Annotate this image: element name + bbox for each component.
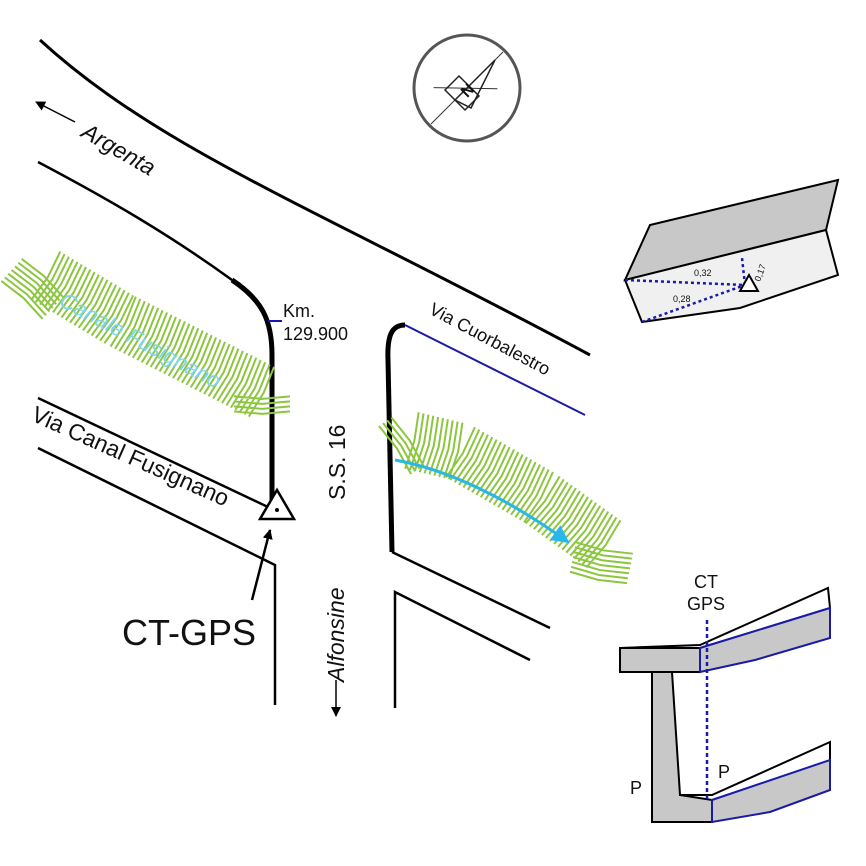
road-right-lower-2 xyxy=(393,589,531,708)
canal-fusignano-right xyxy=(378,412,633,585)
argenta-label: Argenta xyxy=(76,117,161,181)
inset-top-detail: 0,32 0,28 0,17 xyxy=(623,178,840,324)
alfonsine-label: Alfonsine xyxy=(323,587,349,684)
road-edge-cuorbalestro-top xyxy=(404,324,586,416)
via-canal-fusignano-top-edge xyxy=(37,396,271,510)
canal-flow-arrow xyxy=(394,458,570,544)
ct-gps-pointer-arrow xyxy=(250,529,273,601)
road-edge-top xyxy=(38,38,591,357)
argenta-arrow xyxy=(35,101,76,123)
km-label: Km. xyxy=(283,301,315,321)
inset-bottom-gps-label: GPS xyxy=(687,594,725,614)
ct-gps-marker xyxy=(257,487,297,521)
inset-top-distance-1: 0,32 xyxy=(694,268,712,278)
road-right-lower-1 xyxy=(391,550,551,630)
ss16-left-edge xyxy=(230,277,275,500)
canal-hatch-stroke xyxy=(0,251,291,418)
road-edge-argenta-lower xyxy=(37,160,233,282)
ss16-right-edge xyxy=(385,322,406,553)
ct-gps-label: CT-GPS xyxy=(122,612,256,653)
inset-bottom-ct-label: CT xyxy=(694,572,718,592)
inset-bottom-detail: CT GPS P P xyxy=(619,572,832,824)
inset-bottom-p-left: P xyxy=(630,778,642,798)
via-canal-fusignano-bottom-edge xyxy=(37,446,277,705)
inset-bottom-p-right: P xyxy=(718,762,730,782)
km-value-label: 129.900 xyxy=(283,324,348,344)
canal-hatch-stroke xyxy=(378,412,633,585)
canal-fusignano-left xyxy=(0,251,291,418)
compass-icon: N xyxy=(412,33,522,143)
inset-top-distance-2: 0,28 xyxy=(673,294,691,304)
ss16-label: S.S. 16 xyxy=(324,425,350,500)
